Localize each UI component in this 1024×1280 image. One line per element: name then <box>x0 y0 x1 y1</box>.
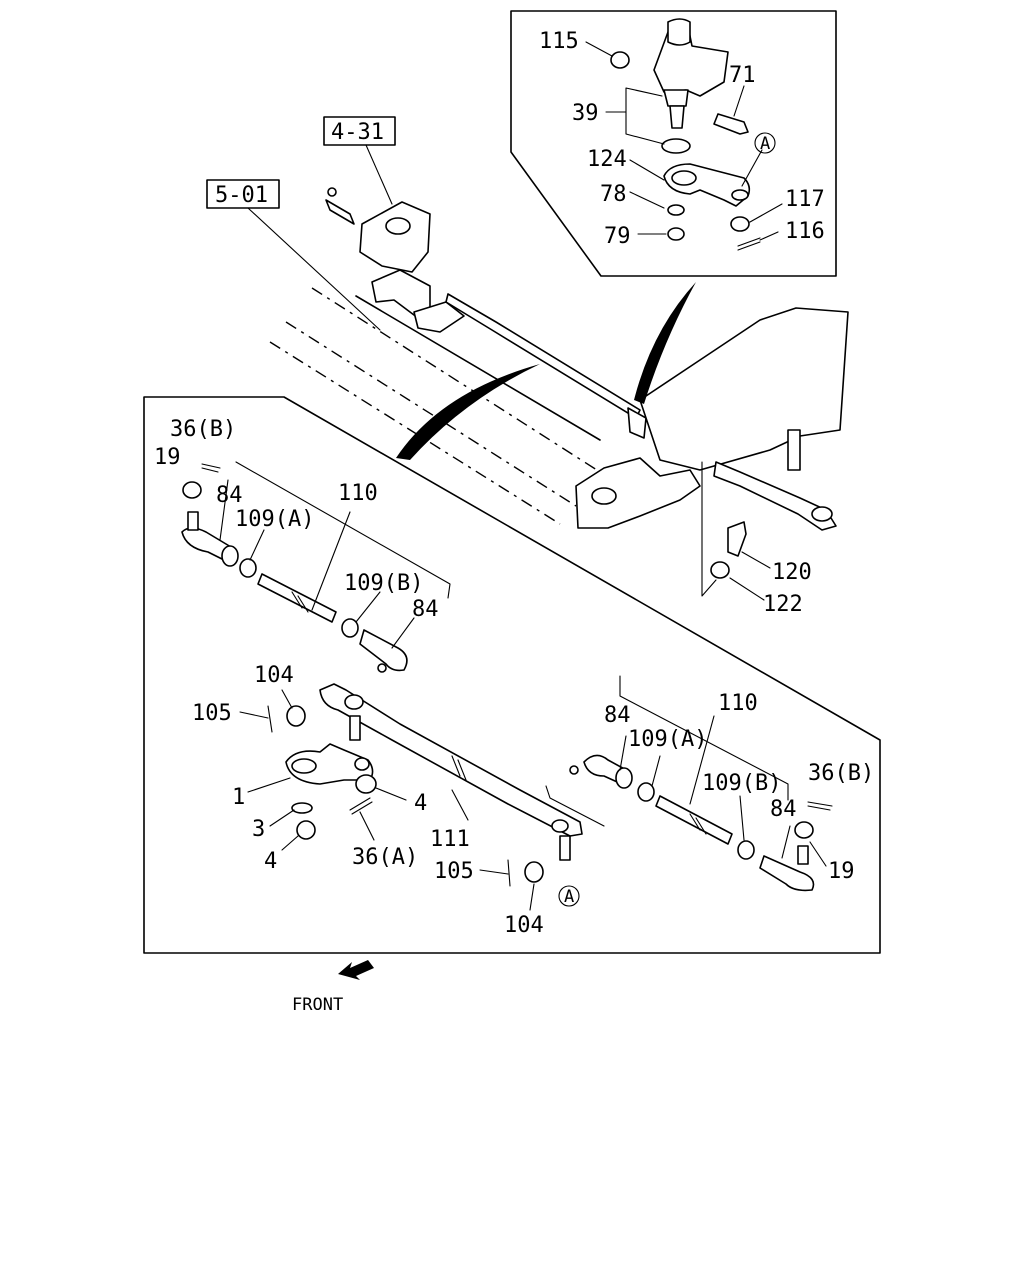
washer-122-part <box>710 561 730 579</box>
front-label: FRONT <box>292 995 343 1015</box>
label-109a-left: 109(A) <box>235 507 314 532</box>
label-120: 120 <box>772 560 812 585</box>
mark-a-detail-text: A <box>564 887 574 907</box>
label-109a-right: 109(A) <box>628 727 707 752</box>
nut-109a-left-part <box>239 558 257 578</box>
front-arrow-icon <box>338 960 374 980</box>
label-78: 78 <box>600 182 627 207</box>
label-105-right: 105 <box>434 859 474 884</box>
label-105-left: 105 <box>192 701 232 726</box>
nut-109b-right-part <box>737 840 755 860</box>
idler-arm-inset: 115 71 39 124 78 79 117 116 A <box>510 10 837 277</box>
nut-104-right-part <box>524 861 544 883</box>
label-4-lower: 4 <box>264 849 277 874</box>
label-116: 116 <box>785 219 825 244</box>
label-4-upper: 4 <box>414 791 427 816</box>
label-1: 1 <box>232 785 245 810</box>
label-71: 71 <box>729 63 756 88</box>
nut-109a-right-part <box>637 782 655 802</box>
tie-rod-tube-110-left-part <box>257 573 337 623</box>
cotter-36a-part <box>349 797 373 815</box>
label-110-left: 110 <box>338 481 378 506</box>
cotter-116-part <box>737 237 761 251</box>
label-104-right: 104 <box>504 913 544 938</box>
cross-member-part <box>575 457 701 529</box>
nut-104-left-part <box>286 705 306 727</box>
reference-mark-a <box>754 132 776 154</box>
tie-rod-end-right-part <box>713 461 837 531</box>
label-84-left-outer: 84 <box>216 483 243 508</box>
label-124: 124 <box>587 147 627 172</box>
washer-3-part <box>291 802 313 814</box>
label-84-right-outer: 84 <box>770 797 797 822</box>
label-104-left: 104 <box>254 663 294 688</box>
label-115: 115 <box>539 29 579 54</box>
front-indicator: FRONT <box>292 960 374 1015</box>
label-122: 122 <box>763 592 803 617</box>
nut-117-part <box>730 216 750 232</box>
label-39: 39 <box>572 101 599 126</box>
label-117: 117 <box>785 187 825 212</box>
tie-rod-end-84-right-outer-part <box>759 855 815 892</box>
washer-78-part <box>667 204 685 216</box>
label-36b-right: 36(B) <box>808 761 874 786</box>
nut-109b-left-part <box>341 618 359 638</box>
label-3: 3 <box>252 817 265 842</box>
tie-rod-end-84-inner-part <box>359 629 408 672</box>
tie-rod-detail: 36(B) 19 84 109(A) 110 109(B) 84 104 105… <box>143 396 881 954</box>
idler-bracket-part <box>653 25 729 97</box>
pitman-arm-1-part <box>285 743 374 785</box>
label-109b-right: 109(B) <box>702 771 781 796</box>
center-link-111-part <box>319 683 583 837</box>
nut-79-part <box>667 227 685 241</box>
mark-a-text: A <box>760 134 770 154</box>
label-84-right-inner: 84 <box>604 703 631 728</box>
nut-4-upper-part <box>355 774 377 794</box>
nut-19-left-part <box>182 481 202 499</box>
bolt-120-part <box>727 521 747 557</box>
label-36a: 36(A) <box>352 845 418 870</box>
ref-gear-label: 4-31 <box>331 120 384 145</box>
label-19-right: 19 <box>828 859 855 884</box>
label-84-left-inner: 84 <box>412 597 439 622</box>
label-110-right: 110 <box>718 691 758 716</box>
label-111: 111 <box>430 827 470 852</box>
reference-mark-a-detail <box>558 885 580 907</box>
nut-19-right-part <box>794 821 814 839</box>
bolt-71-part <box>713 113 749 135</box>
label-36b-left: 36(B) <box>170 417 236 442</box>
label-109b-left: 109(B) <box>344 571 423 596</box>
chassis-overview: 120 122 <box>269 187 849 617</box>
ref-frame-label: 5-01 <box>215 183 268 208</box>
nut-4-lower-part <box>296 820 316 840</box>
nut-115-part <box>610 51 630 69</box>
washer-39-part <box>661 138 691 154</box>
steering-gear-part <box>359 201 431 273</box>
label-19-left: 19 <box>154 445 181 470</box>
reference-boxes: 4-31 5-01 <box>206 116 396 331</box>
label-79: 79 <box>604 224 631 249</box>
